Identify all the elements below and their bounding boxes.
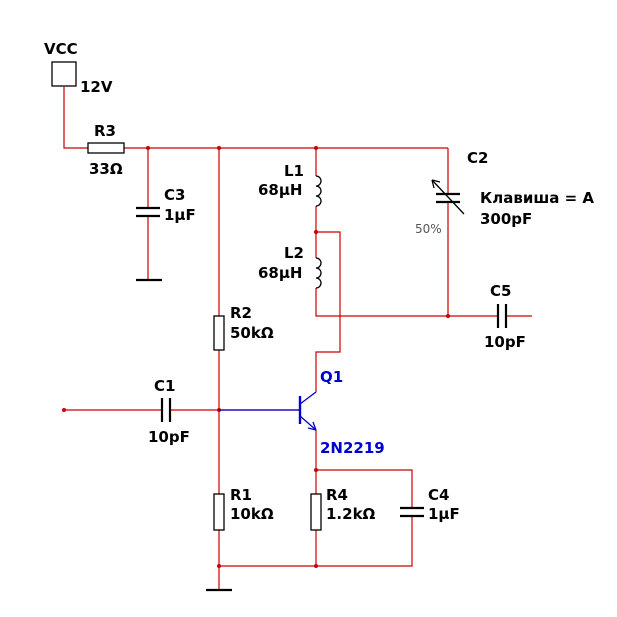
wires bbox=[63, 87, 532, 590]
junction-dot bbox=[446, 314, 450, 318]
resistor-r4: R4 1.2kΩ bbox=[310, 486, 376, 531]
capacitor-c3: C3 1µF bbox=[136, 186, 196, 282]
vcc-label: VCC bbox=[44, 40, 78, 58]
junction-dot bbox=[314, 468, 318, 472]
junction-dot bbox=[62, 408, 66, 412]
r3-label: R3 bbox=[94, 122, 116, 140]
r3-value: 33Ω bbox=[89, 160, 123, 178]
junction-dot bbox=[314, 564, 318, 568]
r2-value: 50kΩ bbox=[230, 324, 274, 342]
c4-label: C4 bbox=[428, 486, 449, 504]
c3-label: C3 bbox=[164, 186, 185, 204]
l2-label: L2 bbox=[284, 244, 304, 262]
inductor-l2: L2 68µH bbox=[258, 244, 322, 289]
q1-emitter-arrow bbox=[307, 421, 317, 431]
resistor-r1: R1 10kΩ bbox=[213, 486, 274, 531]
vcc-value: 12V bbox=[80, 78, 113, 96]
r4-label: R4 bbox=[326, 486, 348, 504]
l2-value: 68µH bbox=[258, 264, 302, 282]
junction-dot bbox=[314, 230, 318, 234]
variable-capacitor-c2: C2 Клавиша = A 300pF 50% bbox=[415, 149, 594, 236]
junction-dot bbox=[314, 146, 318, 150]
c2-value: 300pF bbox=[480, 210, 532, 228]
r2-body bbox=[213, 315, 225, 351]
c1-label: C1 bbox=[154, 377, 175, 395]
wire-emitter-c4 bbox=[316, 469, 413, 508]
q1-model: 2N2219 bbox=[320, 439, 385, 457]
capacitor-c1: C1 10pF bbox=[148, 377, 190, 446]
r3-body bbox=[87, 142, 125, 154]
capacitor-c4: C4 1µF bbox=[400, 486, 460, 523]
r4-body bbox=[310, 493, 322, 531]
l1-value: 68µH bbox=[258, 181, 302, 199]
l2-coil bbox=[315, 257, 322, 289]
l1-coil bbox=[315, 175, 322, 207]
junction-dot bbox=[217, 564, 221, 568]
c1-value: 10pF bbox=[148, 428, 190, 446]
r1-value: 10kΩ bbox=[230, 505, 274, 523]
q1-label: Q1 bbox=[320, 368, 343, 386]
junctions bbox=[62, 146, 450, 568]
r1-body bbox=[213, 493, 225, 531]
q1-collector bbox=[299, 391, 317, 405]
wire-l2-bottom bbox=[315, 288, 448, 317]
c2-setting: 50% bbox=[415, 222, 442, 236]
inductor-l1: L1 68µH bbox=[258, 162, 322, 207]
vcc-box bbox=[51, 61, 77, 87]
c3-value: 1µF bbox=[164, 206, 196, 224]
r2-label: R2 bbox=[230, 304, 252, 322]
transistor-q1: Q1 2N2219 bbox=[219, 368, 385, 457]
wire-tap-collector bbox=[315, 231, 341, 392]
c2-key: Клавиша = A bbox=[480, 189, 594, 207]
c2-label: C2 bbox=[467, 149, 488, 167]
c4-value: 1µF bbox=[428, 505, 460, 523]
junction-dot bbox=[146, 146, 150, 150]
c5-value: 10pF bbox=[484, 333, 526, 351]
c2-adjust-arrow bbox=[431, 179, 465, 215]
q1-emitter bbox=[299, 415, 317, 431]
wire-vcc-r3 bbox=[63, 87, 88, 149]
c5-label: C5 bbox=[490, 282, 511, 300]
r4-value: 1.2kΩ bbox=[326, 505, 376, 523]
c2-arrowhead bbox=[431, 179, 441, 189]
capacitor-c5: C5 10pF bbox=[484, 282, 526, 351]
wire-c4-bottom bbox=[219, 516, 413, 567]
resistor-r3: R3 33Ω bbox=[87, 122, 125, 178]
vcc-source: VCC 12V bbox=[44, 40, 113, 96]
r1-label: R1 bbox=[230, 486, 252, 504]
resistor-r2: R2 50kΩ bbox=[213, 304, 274, 351]
l1-label: L1 bbox=[284, 162, 304, 180]
junction-dot bbox=[217, 146, 221, 150]
